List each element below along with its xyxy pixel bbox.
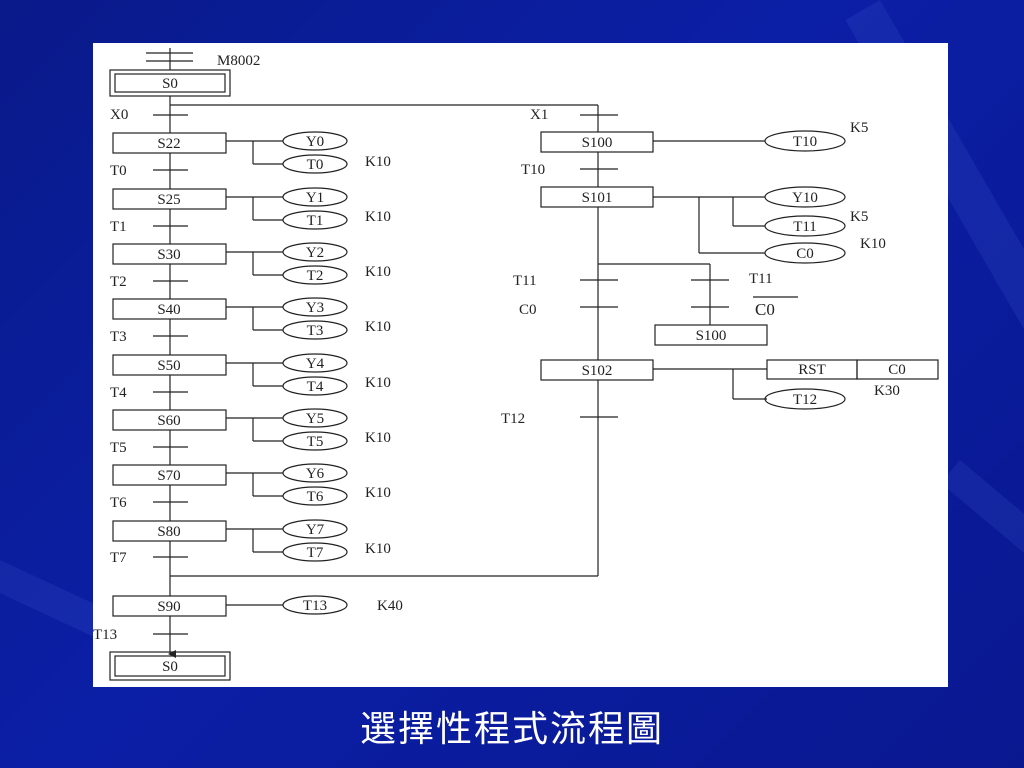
svg-text:T0: T0 (307, 157, 324, 173)
svg-text:T7: T7 (110, 550, 127, 566)
svg-text:S50: S50 (157, 358, 180, 374)
svg-text:C0: C0 (796, 246, 814, 262)
final-step-inner (114, 655, 226, 677)
svg-text:T5: T5 (307, 434, 324, 450)
svg-text:S25: S25 (157, 192, 180, 208)
svg-text:S102: S102 (582, 363, 613, 379)
svg-text:T2: T2 (307, 268, 324, 284)
background-streak (940, 460, 1024, 676)
right-branch-condition-label: X1 (530, 107, 548, 123)
svg-text:Y4: Y4 (306, 356, 325, 372)
cond-loop-1: T11 (749, 271, 773, 287)
svg-text:K40: K40 (377, 598, 403, 614)
svg-text:T10: T10 (793, 134, 817, 150)
svg-text:T3: T3 (110, 329, 127, 345)
step-s100: S100 T10 K5 T10 (521, 120, 868, 178)
svg-text:Y7: Y7 (306, 522, 325, 538)
initial-step-inner (114, 73, 226, 93)
svg-text:K10: K10 (365, 375, 391, 391)
svg-text:T5: T5 (110, 440, 127, 456)
cond-main-2: C0 (519, 302, 537, 318)
sfc-diagram-svg: M8002 S0 X0 S22 Y0 T0 K10 T0 S25 Y1 T1 K… (93, 48, 939, 681)
final-step-outer (109, 651, 231, 681)
step-s101: S101 Y10 T11 C0 K5 K10 (540, 186, 886, 264)
svg-text:T13: T13 (303, 598, 327, 614)
svg-text:K5: K5 (850, 209, 868, 225)
svg-text:K10: K10 (365, 485, 391, 501)
svg-text:T12: T12 (501, 411, 525, 427)
svg-text:T11: T11 (793, 219, 817, 235)
step-s102: S102 RST C0 T12 K30 T12 (501, 359, 939, 427)
step-s50: S50 Y4 T4 K10 T4 (110, 353, 391, 410)
init-condition-label: M8002 (217, 53, 260, 69)
svg-text:S30: S30 (157, 247, 180, 263)
caption-title: 選擇性程式流程圖 (359, 709, 664, 750)
svg-text:K10: K10 (365, 209, 391, 225)
svg-text:C0: C0 (888, 362, 906, 378)
step-s90: S90 T13 K40 T13 (93, 595, 403, 658)
svg-text:S101: S101 (582, 190, 613, 206)
svg-text:T1: T1 (110, 219, 127, 235)
svg-text:S80: S80 (157, 524, 180, 540)
svg-text:K10: K10 (365, 264, 391, 280)
svg-text:T6: T6 (307, 489, 324, 505)
svg-text:K10: K10 (860, 236, 886, 252)
sfc-diagram: M8002 S0 X0 S22 Y0 T0 K10 T0 S25 Y1 T1 K… (93, 43, 948, 687)
step-s60: S60 Y5 T5 K10 T5 (110, 408, 391, 465)
svg-text:Y2: Y2 (306, 245, 324, 261)
svg-text:K10: K10 (365, 319, 391, 335)
svg-text:T2: T2 (110, 274, 127, 290)
svg-text:Y1: Y1 (306, 190, 324, 206)
svg-text:S40: S40 (157, 302, 180, 318)
svg-text:T4: T4 (110, 385, 127, 401)
cond-main-1: T11 (513, 273, 537, 289)
final-step-label: S0 (162, 659, 178, 675)
svg-text:K10: K10 (365, 541, 391, 557)
svg-text:K10: K10 (365, 430, 391, 446)
svg-text:S100: S100 (582, 135, 613, 151)
step-s25: S25 Y1 T1 K10 T1 (110, 187, 391, 244)
step-s40: S40 Y3 T3 K10 T3 (110, 297, 391, 355)
step-s22: S22 Y0 T0 K10 T0 (110, 131, 391, 189)
svg-text:Y3: Y3 (306, 300, 324, 316)
svg-text:RST: RST (798, 362, 826, 378)
svg-text:T7: T7 (307, 545, 324, 561)
svg-text:T3: T3 (307, 323, 324, 339)
step-s80: S80 Y7 T7 K10 T7 (110, 519, 391, 596)
svg-text:Y10: Y10 (792, 190, 818, 206)
svg-text:K10: K10 (365, 154, 391, 170)
svg-text:Y5: Y5 (306, 411, 324, 427)
svg-text:T0: T0 (110, 163, 127, 179)
initial-step-label: S0 (162, 76, 178, 92)
svg-text:T6: T6 (110, 495, 127, 511)
svg-text:T4: T4 (307, 379, 324, 395)
loop-target-step (654, 324, 768, 346)
left-branch-condition-label: X0 (110, 107, 128, 123)
step-s30: S30 Y2 T2 K10 T2 (110, 242, 391, 299)
svg-text:S60: S60 (157, 413, 180, 429)
step-s70: S70 Y6 T6 K10 T6 (110, 463, 391, 521)
loop-target-label: S100 (696, 328, 727, 344)
svg-text:T1: T1 (307, 213, 324, 229)
svg-text:T10: T10 (521, 162, 545, 178)
svg-text:Y6: Y6 (306, 466, 325, 482)
svg-text:Y0: Y0 (306, 134, 324, 150)
svg-text:S90: S90 (157, 599, 180, 615)
cond-loop-2: C0 (755, 300, 775, 319)
svg-text:K5: K5 (850, 120, 868, 136)
svg-text:K30: K30 (874, 383, 900, 399)
svg-text:T12: T12 (793, 392, 817, 408)
svg-text:S70: S70 (157, 468, 180, 484)
svg-text:T13: T13 (93, 627, 117, 643)
svg-text:S22: S22 (157, 136, 180, 152)
